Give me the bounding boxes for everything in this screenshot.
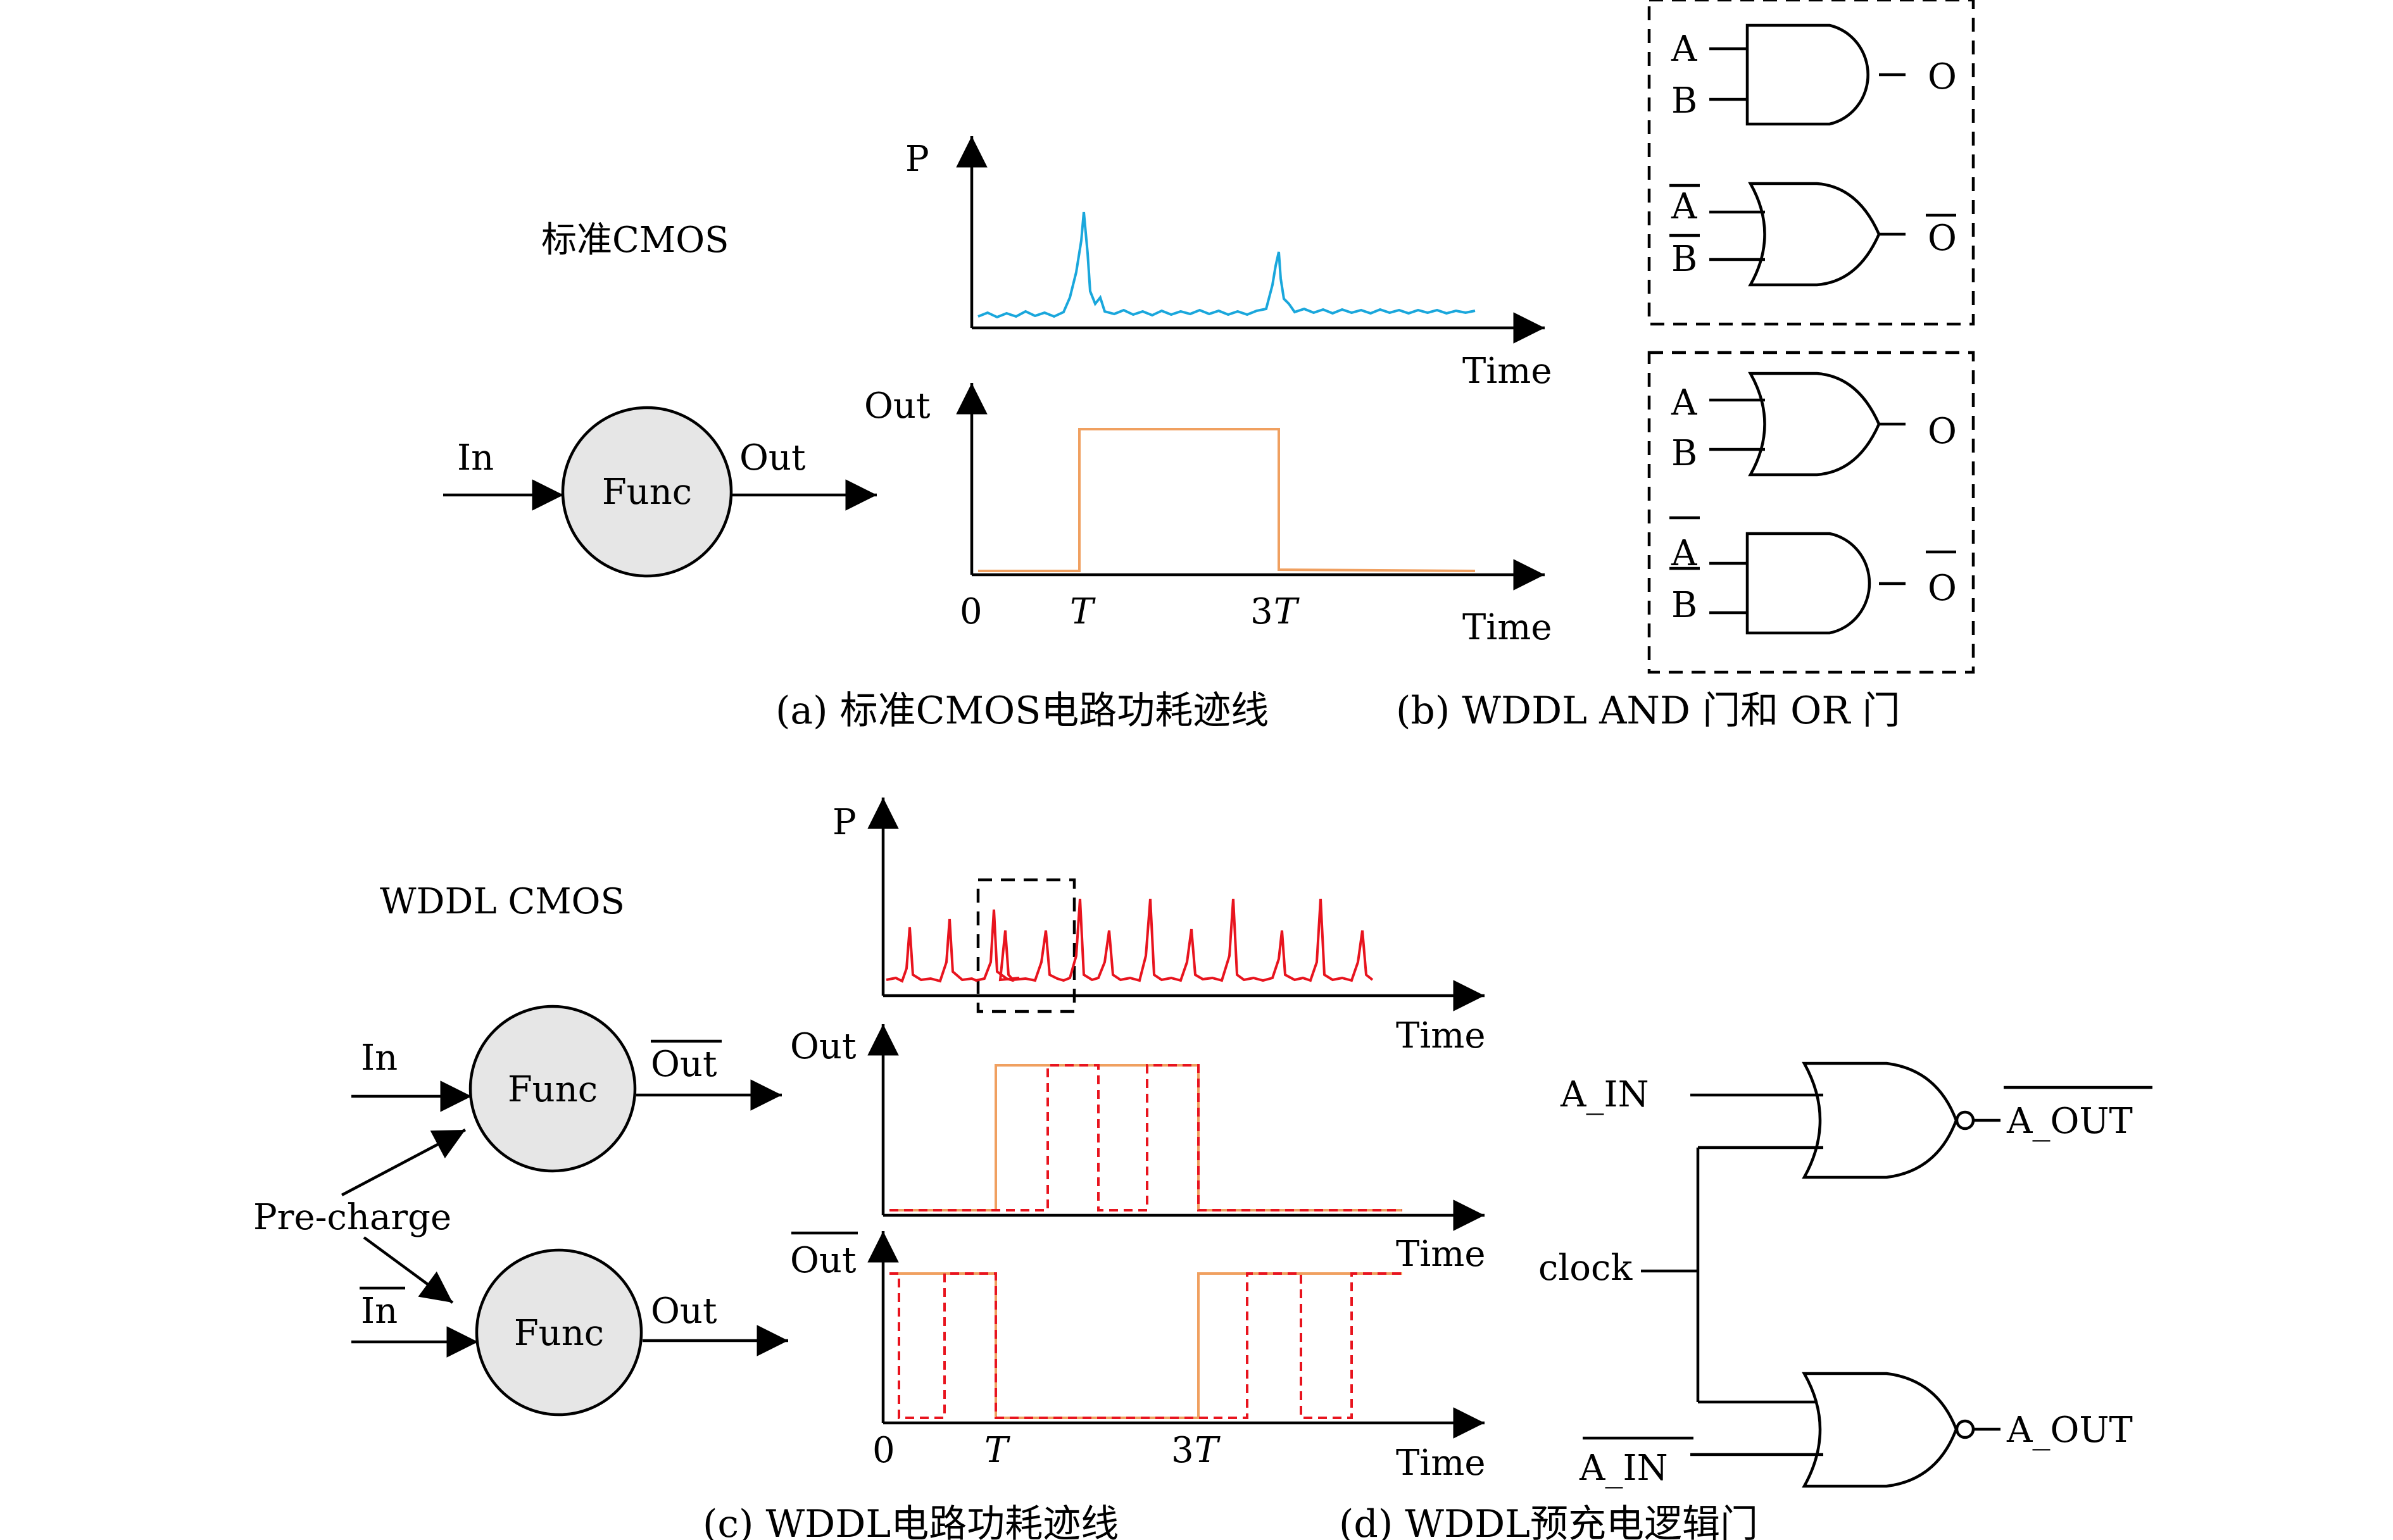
inversion-bubble [1955, 1419, 1975, 1439]
inversion-bubble [1955, 1110, 1975, 1130]
time-label: Time [1462, 351, 1552, 392]
nor-gate-bottom: A_IN A_OUT [1579, 1372, 2133, 1489]
clock-label: clock [1538, 1248, 1633, 1289]
func-block-bottom [475, 1248, 643, 1417]
func-block-top [468, 1005, 637, 1173]
wddl-power-curve [886, 898, 1374, 983]
panel-a-standard-cmos: 标准CMOS In Func Out P Time Out Time 0 T 3… [443, 136, 1552, 733]
a-out-bar-label: A_OUT [2006, 1101, 2133, 1142]
tick-3: 3 [1171, 1430, 1194, 1471]
out-axis-label: Out [790, 1026, 857, 1067]
and-gate-2: A B O [1669, 516, 1957, 635]
and2-in-b-bar: B [1671, 585, 1697, 626]
out-bar-axis-label: Out [790, 1240, 857, 1281]
func-label: Func [602, 472, 692, 513]
wddl-out-bar-dashed [889, 1272, 1402, 1419]
precharge-label: Pre-charge [253, 1197, 451, 1238]
func-bottom-label: Func [514, 1313, 604, 1354]
wddl-cmos-title: WDDL CMOS [380, 881, 625, 922]
tick-3: 3 [1250, 591, 1273, 632]
or-gate-body [1748, 182, 1881, 287]
wddl-out-dashed [889, 1064, 1402, 1211]
a-out-label: A_OUT [2006, 1410, 2133, 1451]
out-bar-trace-c: Out Time 0 T 3 T [790, 1231, 1486, 1484]
tick-zero: 0 [960, 591, 983, 632]
nor-gate-top: A_IN A_OUT [1560, 1061, 2152, 1179]
panel-c-wddl-cmos: WDDL CMOS In Func Out Pre-charge In Func… [253, 798, 1486, 1540]
and-gate-1: A B O [1671, 23, 1957, 126]
and-in-a: A [1671, 28, 1697, 70]
power-trace-c: P Time [832, 798, 1486, 1056]
out-axis-label: Out [864, 385, 931, 427]
caption-b: (b) WDDL AND 门和 OR 门 [1396, 689, 1900, 733]
caption-c: (c) WDDL电路功耗迹线 [703, 1502, 1119, 1540]
out-label: Out [739, 437, 806, 479]
or-gate-1: A B O [1669, 182, 1957, 287]
p-label: P [832, 802, 857, 843]
a-in-label: A_IN [1560, 1074, 1649, 1115]
p-label: P [905, 139, 929, 180]
tick-3T: T [1274, 591, 1300, 632]
or-out-bar: O [1928, 218, 1957, 259]
standard-out-signal [978, 428, 1476, 572]
and-gate-body [1745, 532, 1871, 635]
power-trace-a: P Time [905, 136, 1552, 392]
standard-cmos-title: 标准CMOS [541, 220, 729, 261]
time-label-1: Time [1396, 1015, 1486, 1056]
tick-T: T [984, 1430, 1010, 1471]
caption-a: (a) 标准CMOS电路功耗迹线 [776, 689, 1269, 733]
tick-3T: T [1195, 1430, 1221, 1471]
precharge-arrow-top [341, 1129, 467, 1196]
time-label-2: Time [1462, 607, 1552, 648]
wddl-out-bar-solid [889, 1272, 1402, 1419]
or2-in-b: B [1671, 433, 1697, 474]
func-block [561, 406, 733, 578]
or-in-a-bar: A [1671, 186, 1697, 227]
standard-power-curve [977, 211, 1476, 319]
out-trace-a: Out Time 0 T 3 T [864, 383, 1552, 648]
gate-box-2 [1647, 351, 1975, 674]
or-gate-body [1748, 372, 1881, 477]
tick-T: T [1070, 591, 1096, 632]
time-label-3: Time [1396, 1443, 1486, 1484]
nor-gate-body [1802, 1061, 1958, 1179]
precharge-arrow-bottom [363, 1236, 454, 1304]
in-label: In [457, 437, 494, 479]
nor-gate-body [1802, 1372, 1958, 1488]
out-label: Out [651, 1291, 717, 1332]
func-top-label: Func [508, 1069, 598, 1110]
time-label-2: Time [1396, 1234, 1486, 1275]
out-bar-label: Out [651, 1044, 717, 1085]
gate-box-1 [1647, 0, 1975, 326]
and-out: O [1928, 56, 1957, 97]
and-in-b: B [1671, 80, 1697, 122]
and-gate-body [1745, 23, 1869, 126]
or-gate-2: A B O [1671, 372, 1957, 477]
in-bar-label: In [361, 1291, 398, 1332]
out-trace-c: Out Time [790, 1024, 1486, 1275]
panel-d-wddl-precharge: A_IN A_OUT clock A_IN A_OUT (d) WDDL预充电逻… [1339, 1061, 2152, 1540]
and2-out-bar: O [1928, 568, 1957, 609]
in-label: In [361, 1037, 398, 1079]
tick-zero: 0 [872, 1430, 895, 1471]
panel-b-wddl-gates: A B O A B O A B O [1396, 0, 1975, 733]
a-in-bar-label: A_IN [1579, 1448, 1668, 1489]
or2-out: O [1928, 411, 1957, 452]
zoom-box [976, 878, 1076, 1013]
or-in-b-bar: B [1671, 239, 1697, 280]
or2-in-a: A [1671, 382, 1697, 423]
caption-d: (d) WDDL预充电逻辑门 [1339, 1502, 1758, 1540]
